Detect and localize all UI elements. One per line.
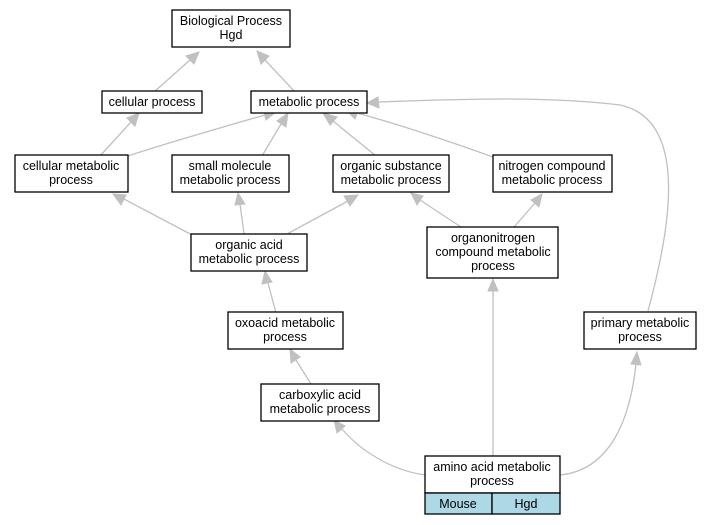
node-cellular-metabolic-process-line1: cellular metabolic xyxy=(23,159,120,173)
node-carboxylic-acid-metabolic-process[interactable]: carboxylic acid metabolic process xyxy=(260,383,380,422)
node-biological-process[interactable]: Biological Process Hgd xyxy=(171,9,291,48)
edge-cellular-process-to-biological-process xyxy=(153,51,200,93)
node-organic-acid-metabolic-process-line1: organic acid xyxy=(215,238,282,252)
node-carboxylic-acid-metabolic-process-line1: carboxylic acid xyxy=(279,388,361,402)
edge-organic-acid-to-small-molecule-metabolic-process xyxy=(234,191,246,235)
node-metabolic-process-label: metabolic process xyxy=(259,95,360,109)
node-oxoacid-metabolic-process-line1: oxoacid metabolic xyxy=(235,316,335,330)
annotation-species-cell[interactable]: Mouse xyxy=(424,492,493,515)
node-organic-substance-metabolic-process[interactable]: organic substance metabolic process xyxy=(332,154,450,193)
node-organonitrogen-compound-metabolic-process-line1: organonitrogen xyxy=(451,231,535,245)
nodes: Biological Process Hgd cellular process … xyxy=(14,9,697,515)
edge-amino-acid-to-carboxylic-acid-metabolic-process xyxy=(333,419,426,476)
node-carboxylic-acid-metabolic-process-line2: metabolic process xyxy=(270,402,371,416)
node-nitrogen-compound-metabolic-process-line2: metabolic process xyxy=(502,173,603,187)
edge-small-molecule-metabolic-process-to-metabolic-process xyxy=(261,111,289,157)
node-oxoacid-metabolic-process[interactable]: oxoacid metabolic process xyxy=(227,311,344,350)
node-organonitrogen-compound-metabolic-process-line3: process xyxy=(471,259,515,273)
node-amino-acid-metabolic-process[interactable]: amino acid metabolic process xyxy=(424,455,561,494)
node-amino-acid-metabolic-process-line2: process xyxy=(470,474,514,488)
node-primary-metabolic-process-line2: process xyxy=(618,330,662,344)
annotation-gene-cell[interactable]: Hgd xyxy=(491,492,561,515)
node-metabolic-process[interactable]: metabolic process xyxy=(250,90,368,114)
edge-organic-acid-to-cellular-metabolic-process xyxy=(111,193,195,237)
edge-carboxylic-acid-to-oxoacid-metabolic-process xyxy=(289,347,312,385)
node-oxoacid-metabolic-process-line2: process xyxy=(263,330,307,344)
node-cellular-process-label: cellular process xyxy=(109,95,196,109)
node-organic-acid-metabolic-process-line2: metabolic process xyxy=(199,252,300,266)
node-small-molecule-metabolic-process-line1: small molecule xyxy=(189,159,272,173)
node-nitrogen-compound-metabolic-process-line1: nitrogen compound xyxy=(498,159,605,173)
node-small-molecule-metabolic-process[interactable]: small molecule metabolic process xyxy=(171,154,290,193)
edge-organic-acid-to-organic-substance-metabolic-process xyxy=(286,194,360,235)
node-organonitrogen-compound-metabolic-process-line2: compound metabolic xyxy=(435,245,550,259)
edge-amino-acid-to-primary-metabolic-process xyxy=(559,350,642,476)
node-cellular-process[interactable]: cellular process xyxy=(101,90,203,114)
node-biological-process-label: Biological Process xyxy=(180,14,282,28)
node-organic-substance-metabolic-process-line2: metabolic process xyxy=(341,173,442,187)
edge-amino-acid-to-organonitrogen-metabolic-process xyxy=(487,277,499,456)
annotation-species-label: Mouse xyxy=(439,497,477,511)
node-cellular-metabolic-process-line2: process xyxy=(49,173,93,187)
node-organonitrogen-compound-metabolic-process[interactable]: organonitrogen compound metabolic proces… xyxy=(426,226,559,279)
edges xyxy=(99,50,670,476)
node-nitrogen-compound-metabolic-process[interactable]: nitrogen compound metabolic process xyxy=(492,154,613,193)
edge-metabolic-process-to-biological-process xyxy=(256,50,296,93)
node-small-molecule-metabolic-process-line2: metabolic process xyxy=(180,173,281,187)
edge-organonitrogen-to-nitrogen-compound-metabolic-process xyxy=(513,193,543,228)
edge-cellular-metabolic-process-to-cellular-process xyxy=(99,112,140,157)
node-organic-substance-metabolic-process-line1: organic substance xyxy=(340,159,442,173)
node-primary-metabolic-process-line1: primary metabolic xyxy=(591,316,690,330)
node-cellular-metabolic-process[interactable]: cellular metabolic process xyxy=(14,154,129,193)
node-organic-acid-metabolic-process[interactable]: organic acid metabolic process xyxy=(190,233,308,272)
node-primary-metabolic-process[interactable]: primary metabolic process xyxy=(583,311,697,350)
edge-cellular-metabolic-process-to-metabolic-process xyxy=(127,108,279,157)
edge-organic-substance-metabolic-process-to-metabolic-process xyxy=(321,112,377,157)
node-amino-acid-metabolic-process-line1: amino acid metabolic xyxy=(433,460,550,474)
edge-organonitrogen-to-organic-substance-metabolic-process xyxy=(410,192,462,228)
edge-primary-metabolic-process-to-metabolic-process xyxy=(365,96,670,312)
node-biological-process-gene: Hgd xyxy=(220,28,243,42)
annotation-gene-label: Hgd xyxy=(515,497,538,511)
edge-oxoacid-to-organic-acid-metabolic-process xyxy=(261,269,277,314)
